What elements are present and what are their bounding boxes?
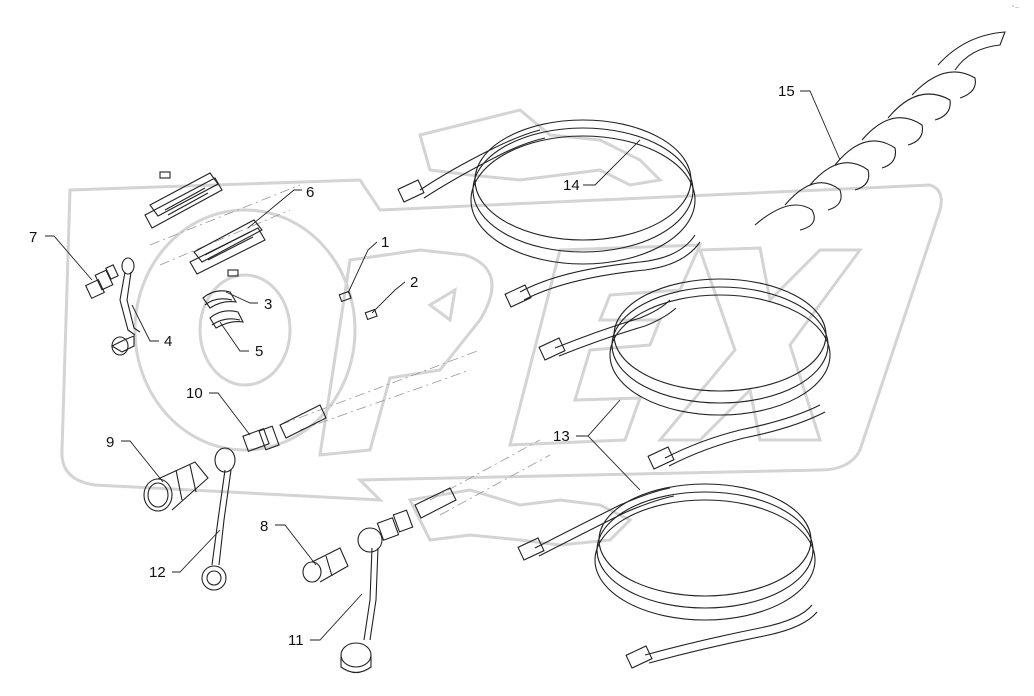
callout-6: 6 xyxy=(306,184,314,201)
callout-7: 7 xyxy=(29,229,37,246)
corner-mark: ° ─ xyxy=(1012,5,1019,11)
part-8-coupling xyxy=(302,487,457,583)
part-5-clamp-half xyxy=(209,310,244,329)
callout-5: 5 xyxy=(255,343,263,360)
hidden-centerlines xyxy=(149,184,551,516)
leader-lines xyxy=(45,90,841,641)
part-2-clip xyxy=(364,308,378,321)
part-9-coupling xyxy=(143,447,236,512)
part-14-hose-coil-upper xyxy=(397,119,701,308)
callout-10: 10 xyxy=(186,385,203,402)
callout-1: 1 xyxy=(381,234,389,251)
part-3-clamp-half xyxy=(202,290,238,309)
part-4-dust-cap xyxy=(110,257,141,356)
part-11-cap-strap xyxy=(340,547,379,674)
callout-8: 8 xyxy=(260,518,268,535)
callout-labels: 1 2 3 4 5 6 7 8 9 10 11 12 13 14 15 xyxy=(29,83,795,649)
callout-12: 12 xyxy=(149,564,166,581)
callout-14: 14 xyxy=(563,177,580,194)
part-13-hose-coils xyxy=(517,278,831,669)
part-10-nipple xyxy=(242,404,327,452)
callout-4: 4 xyxy=(164,333,172,350)
part-15-spiral-wrap xyxy=(754,31,1006,231)
part-1-clip xyxy=(338,290,352,303)
watermark-logo xyxy=(60,108,943,547)
callout-9: 9 xyxy=(106,434,114,451)
callout-13: 13 xyxy=(553,428,570,445)
callout-15: 15 xyxy=(778,83,795,100)
part-7-adapter xyxy=(84,264,119,300)
callout-3: 3 xyxy=(264,296,272,313)
callout-11: 11 xyxy=(288,632,304,649)
part-6-clamp xyxy=(144,171,266,277)
callout-2: 2 xyxy=(410,274,418,291)
part-12-cap-strap xyxy=(201,469,232,591)
